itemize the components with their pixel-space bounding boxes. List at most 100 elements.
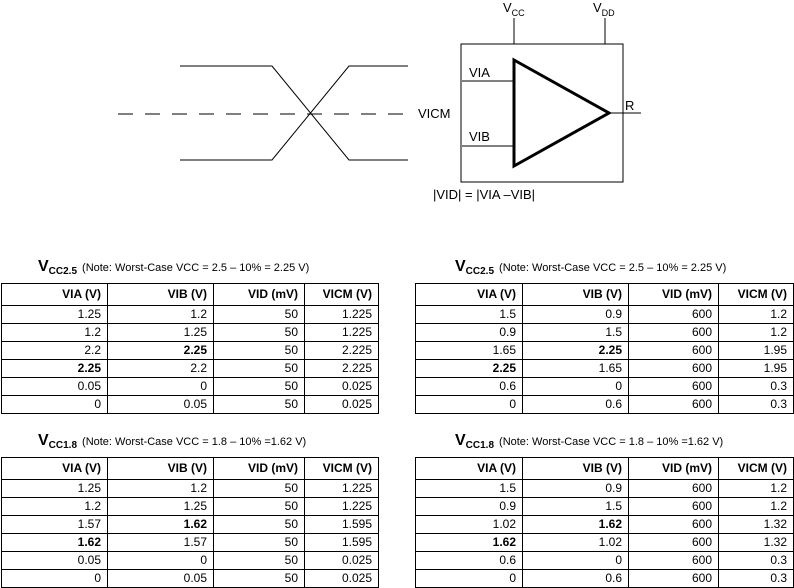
table-cell: 1.2 [107, 479, 214, 498]
waveform-a [180, 65, 408, 161]
table-cell: 1.62 [522, 515, 629, 534]
table-cell: 1.25 [1, 305, 108, 324]
table-cell: 0.05 [1, 377, 108, 396]
signal-diagram: VICM VCC VDD VIA VIB R |VID| = |VIA –VIB… [118, 0, 641, 202]
table-cell: 600 [628, 497, 719, 516]
table-cell: 600 [628, 533, 719, 552]
column-header: VICM (V) [304, 283, 379, 306]
table-cell: 1.2 [718, 479, 794, 498]
table-cell: 2.225 [304, 341, 379, 360]
vib-label: VIB [469, 129, 490, 144]
table-cell: 0 [107, 551, 214, 570]
column-header: VID (mV) [628, 283, 719, 306]
table-cell: 600 [628, 395, 719, 414]
table-note: (Note: Worst-Case VCC = 2.5 – 10% = 2.25… [82, 262, 310, 274]
table-cell: 50 [213, 497, 305, 516]
table-cell: 600 [628, 551, 719, 570]
table-cell: 1.62 [107, 515, 214, 534]
column-header: VIB (V) [522, 283, 629, 306]
table-note: (Note: Worst-Case VCC = 1.8 – 10% =1.62 … [82, 436, 307, 448]
table-cell: 0 [522, 551, 629, 570]
table-cell: 600 [628, 377, 719, 396]
table-cell: 2.25 [107, 341, 214, 360]
table-cell: 600 [628, 341, 719, 360]
table-cell: 0.025 [304, 569, 379, 588]
table-cell: 1.225 [304, 323, 379, 342]
table-cell: 600 [628, 359, 719, 378]
table-cell: 0.025 [304, 551, 379, 570]
table-cell: 1.62 [1, 533, 108, 552]
table-cell: 50 [213, 359, 305, 378]
table-cell: 2.25 [415, 359, 523, 378]
table-cell: 0.6 [522, 569, 629, 588]
table-cell: 0.3 [718, 395, 794, 414]
column-header: VICM (V) [718, 283, 794, 306]
table-cell: 1.95 [718, 359, 794, 378]
table-cell: 2.2 [1, 341, 108, 360]
table-cell: 1.5 [522, 323, 629, 342]
table-header-row: VIA (V)VIB (V)VID (mV)VICM (V) [415, 457, 794, 480]
table-cell: 1.32 [718, 533, 794, 552]
table-cell: 50 [213, 551, 305, 570]
column-header: VIB (V) [107, 457, 214, 480]
table-cell: 1.02 [522, 533, 629, 552]
table-cell: 1.62 [415, 533, 523, 552]
table-cell: 1.32 [718, 515, 794, 534]
table-cell: 50 [213, 377, 305, 396]
table-cell: 1.65 [415, 341, 523, 360]
table-cell: 2.2 [107, 359, 214, 378]
column-header: VID (mV) [213, 283, 305, 306]
table-cell: 1.2 [718, 305, 794, 324]
table-cell: 1.2 [1, 497, 108, 516]
vid-formula: |VID| = |VIA –VIB| [433, 187, 535, 202]
table-cell: 0 [107, 377, 214, 396]
table-cell: 1.2 [718, 497, 794, 516]
column-header: VID (mV) [213, 457, 305, 480]
table-cell: 0.6 [415, 551, 523, 570]
column-header: VIA (V) [415, 457, 523, 480]
table-cell: 0 [415, 569, 523, 588]
table-cell: 50 [213, 323, 305, 342]
table-cell: 1.25 [1, 479, 108, 498]
table-cell: 1.57 [107, 533, 214, 552]
table-cell: 1.5 [415, 305, 523, 324]
table-cell: 0.3 [718, 551, 794, 570]
table-cell: 1.57 [1, 515, 108, 534]
table-cell: 0.05 [107, 395, 214, 414]
table-cell: 1.225 [304, 305, 379, 324]
column-header: VIA (V) [1, 283, 108, 306]
table-cell: 1.5 [415, 479, 523, 498]
column-header: VICM (V) [304, 457, 379, 480]
table-cell: 1.65 [522, 359, 629, 378]
table-cell: 0.9 [522, 305, 629, 324]
table-cell: 600 [628, 323, 719, 342]
table-cell: 0.6 [415, 377, 523, 396]
table-cell: 50 [213, 515, 305, 534]
differential-waveforms [180, 65, 408, 161]
table-cell: 0.025 [304, 395, 379, 414]
table-cell: 0.9 [415, 323, 523, 342]
r-label: R [625, 98, 634, 113]
table-cell: 0.9 [415, 497, 523, 516]
table-cell: 600 [628, 569, 719, 588]
table-cell: 0.05 [1, 551, 108, 570]
vdd-label: VDD [593, 0, 615, 18]
table-header-row: VIA (V)VIB (V)VID (mV)VICM (V) [415, 283, 794, 306]
table-cell: 0 [415, 395, 523, 414]
table-cell: 50 [213, 479, 305, 498]
